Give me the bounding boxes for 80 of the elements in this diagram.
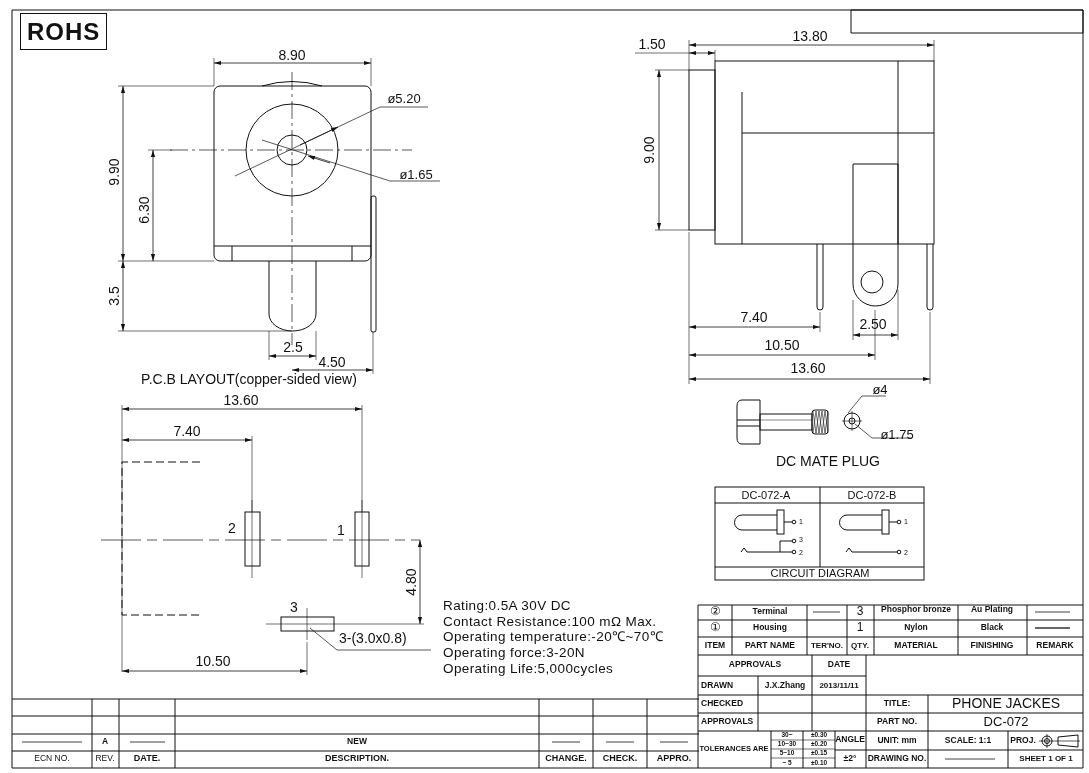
pin-number: 1: [337, 523, 345, 539]
column-header: REV.: [95, 754, 115, 764]
dimension-label: 10.50: [764, 338, 800, 354]
view-title: DC MATE PLUG: [776, 454, 880, 470]
column-header: DESCRIPTION.: [325, 754, 389, 764]
cell-text: PART NO.: [877, 717, 917, 727]
cell-text: CHECKED: [701, 699, 744, 709]
item-number: ①: [709, 621, 721, 635]
dimension-label: 6.30: [137, 196, 153, 224]
cell-text: 1: [856, 621, 864, 635]
dimension-label: 2.5: [283, 340, 303, 356]
part-number: DC-072: [983, 714, 1029, 730]
pin-number: 3: [290, 600, 298, 616]
dimension-label: 4.50: [318, 355, 346, 371]
cell-text: APPROVALS: [728, 660, 782, 670]
cell-text: Au Plating: [971, 605, 1013, 615]
cell-text: SHEET 1 OF 1: [1019, 754, 1073, 764]
cell-text: Housing: [753, 623, 787, 633]
dimension-label: 10.50: [195, 654, 231, 670]
spec-text: Rating:0.5A 30V DC: [443, 598, 572, 614]
column-header: TER'NO.: [810, 641, 844, 651]
cell-text: NEW: [347, 737, 367, 747]
cell-text: Nylon: [904, 623, 928, 633]
dimension-label: 9.00: [642, 136, 658, 164]
cell-text: UNIT: mm: [877, 736, 917, 746]
cell-text: DRAWING NO.: [867, 754, 927, 764]
cell-text: Phosphor bronze: [881, 605, 951, 615]
cell-text: DATE: [827, 660, 851, 670]
cell-text: Black: [980, 623, 1004, 633]
pad-size-label: 3-(3.0x0.8): [339, 631, 407, 647]
column-header: CHANGE.: [545, 754, 587, 764]
column-header: QTY.: [851, 641, 869, 651]
cell-text: DRAWN: [701, 681, 734, 691]
column-header: DC-072-A: [741, 488, 791, 502]
dimension-label: 7.40: [740, 310, 768, 326]
cell-text: J.X.Zhang: [764, 681, 806, 691]
column-header: APPRO.: [656, 754, 692, 764]
cell-text: 3: [856, 605, 864, 619]
cell-text: 2013/11/11: [819, 681, 859, 691]
cell-text: ANGLE: [835, 735, 865, 745]
drawing-title: PHONE JACKES: [951, 696, 1061, 712]
table-caption: CIRCUIT DIAGRAM: [770, 566, 870, 580]
dimension-label: 3.5: [107, 286, 123, 306]
diameter-label: ø4: [872, 382, 888, 398]
diameter-label: ø5.20: [387, 91, 421, 107]
dimension-label: 13.80: [792, 29, 828, 45]
view-title: P.C.B LAYOUT(copper-sided view): [141, 372, 357, 388]
spec-text: Contact Resistance:100 mΩ Max.: [443, 614, 657, 630]
column-header: DATE.: [133, 754, 161, 764]
column-header: DC-072-B: [847, 488, 897, 502]
dimension-label: 1.50: [638, 37, 666, 53]
spec-text: Operating force:3-20N: [443, 645, 585, 661]
dimension-label: 13.60: [790, 361, 826, 377]
spec-text: Operating temperature:-20℃~70℃: [443, 629, 663, 645]
cell-text: SCALE: 1:1: [944, 736, 992, 746]
dimension-label: 9.90: [107, 158, 123, 186]
cell-text: Terminal: [752, 607, 788, 617]
dimension-label: 13.60: [223, 393, 259, 409]
spec-text: Operating Life:5,000cycles: [443, 661, 614, 677]
dimension-label: 8.90: [278, 48, 306, 64]
column-header: FINISHING: [970, 641, 1014, 651]
cell-text: TITLE:: [883, 699, 911, 709]
item-number: ②: [709, 605, 721, 619]
column-header: REMARK: [1036, 641, 1074, 651]
pin-number: 2: [228, 521, 236, 537]
dimension-label: 2.50: [859, 317, 887, 333]
diameter-label: ø1.75: [880, 427, 914, 443]
dimension-label: 4.80: [404, 568, 420, 596]
column-header: CHECK.: [602, 754, 638, 764]
cell-text: PROJ.: [1010, 736, 1036, 746]
column-header: ECN NO.: [34, 754, 70, 764]
column-header: ITEM: [704, 641, 726, 651]
diameter-label: ø1.65: [399, 167, 433, 183]
column-header: MATERIAL: [894, 641, 938, 651]
cell-text: A: [101, 737, 109, 747]
cell-text: ±2°: [843, 754, 857, 764]
cell-text: APPROVALS: [701, 717, 754, 727]
column-header: PART NAME: [745, 641, 795, 651]
rohs-mark: ROHS: [20, 13, 108, 50]
dimension-label: 7.40: [173, 424, 201, 440]
